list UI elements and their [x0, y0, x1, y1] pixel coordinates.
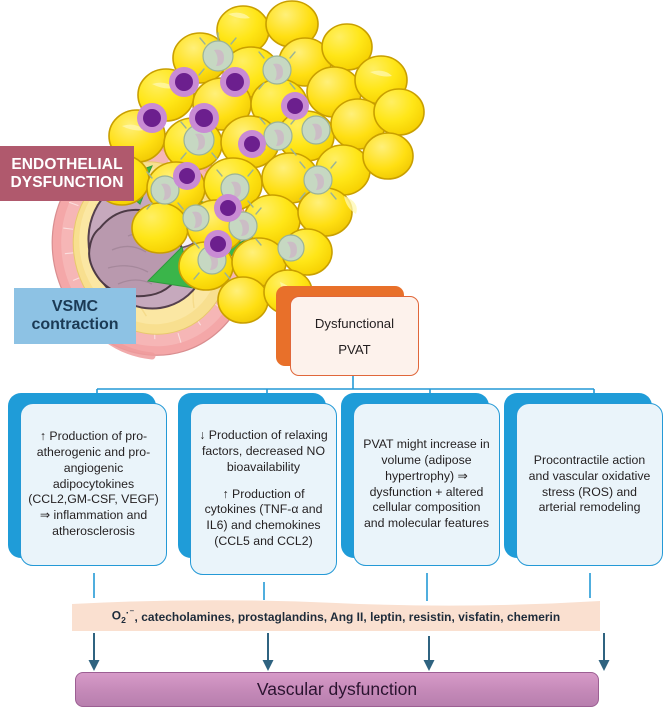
endothelial-dysfunction-label: ENDOTHELIAL DYSFUNCTION	[0, 146, 134, 201]
mediator-names: , catecholamines, prostaglandins, Ang II…	[134, 609, 561, 624]
mediator-band: O2·⁻ , catecholamines, prostaglandins, A…	[72, 597, 600, 631]
branch-card-1-text: ↑ Production of pro-atherogenic and pro-…	[28, 429, 159, 538]
pvat-line2: PVAT	[338, 341, 371, 357]
branch-card-3-body[interactable]: PVAT might increase in volume (adipose h…	[353, 403, 500, 566]
branch-card-4-text: Procontractile action and vascular oxida…	[528, 452, 651, 515]
pvat-line1: Dysfunctional	[314, 315, 395, 331]
vsmc-contraction-label: VSMC contraction	[14, 288, 136, 344]
branch-card-4-body[interactable]: Procontractile action and vascular oxida…	[516, 403, 663, 566]
pvat-artery-illustration	[0, 0, 430, 370]
branch-card-2-body[interactable]: ↓ Production of relaxing factors, decrea…	[190, 403, 337, 575]
adipose-tissue	[94, 0, 425, 324]
dysfunctional-pvat-node[interactable]: Dysfunctional PVAT	[290, 296, 419, 376]
branch-card-2-text-b: ↑ Production of cytokines (TNF-α and IL6…	[204, 486, 323, 548]
lymphocyte-cells	[137, 67, 309, 258]
mediator-list: O2·⁻ , catecholamines, prostaglandins, A…	[72, 597, 600, 631]
endothelial-dysfunction-line1: ENDOTHELIAL	[11, 156, 123, 174]
superoxide-formula: O2·⁻	[111, 608, 135, 625]
vsmc-line2: contraction	[31, 316, 119, 333]
vsmc-line1: VSMC	[51, 298, 99, 316]
branch-card-2-text-a: ↓ Production of relaxing factors, decrea…	[199, 428, 328, 474]
branch-card-1-body[interactable]: ↑ Production of pro-atherogenic and pro-…	[20, 403, 167, 566]
vascular-dysfunction-label: Vascular dysfunction	[256, 679, 418, 699]
endothelial-dysfunction-line2: DYSFUNCTION	[10, 173, 124, 191]
vascular-dysfunction-bar[interactable]: Vascular dysfunction	[75, 672, 599, 707]
branch-card-3-text: PVAT might increase in volume (adipose h…	[363, 437, 490, 531]
